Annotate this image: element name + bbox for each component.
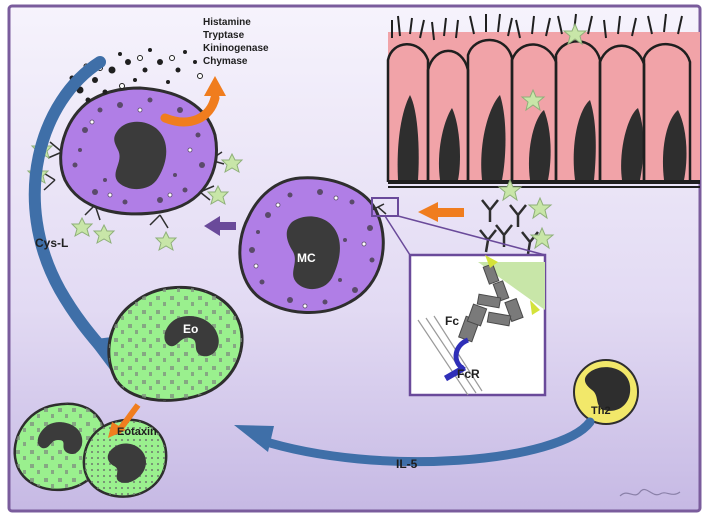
ige-antibody-cluster xyxy=(479,199,539,255)
th2-label: Th2 xyxy=(591,405,611,417)
il5-arrow xyxy=(234,417,595,467)
antigen-stars-cluster xyxy=(497,178,555,250)
eosinophil xyxy=(107,285,244,402)
eosinophil-pair xyxy=(13,402,168,498)
fc-receptor-inset xyxy=(408,253,547,397)
orange-arrow-eotaxin xyxy=(108,403,141,438)
antigen-stars-epithelium xyxy=(520,22,588,112)
epithelium xyxy=(386,13,700,188)
orange-arrow-mediators xyxy=(160,76,226,127)
mast-cell xyxy=(238,176,387,314)
mediator-label: Kininogenase xyxy=(203,43,269,54)
zoom-guide-lines xyxy=(384,215,546,256)
eotaxin-label: Eotaxin xyxy=(117,426,157,438)
mediator-label: Tryptase xyxy=(203,30,245,41)
artist-signature xyxy=(619,488,681,497)
cys-l-label: Cys-L xyxy=(35,236,68,250)
mast-cell-label: MC xyxy=(297,251,316,265)
il5-label: IL-5 xyxy=(396,457,418,471)
th2-cell xyxy=(573,359,639,425)
fc-receptor-label: FcR xyxy=(457,367,480,381)
mediator-label: Histamine xyxy=(203,17,251,28)
orange-arrow-to-mast-cell xyxy=(418,202,464,222)
mediator-list: Histamine Tryptase Kininogenase Chymase xyxy=(203,17,269,67)
fc-label: Fc xyxy=(445,314,459,328)
mediator-label: Chymase xyxy=(203,56,248,67)
eosinophil-label: Eo xyxy=(183,322,198,336)
purple-arrow-activation xyxy=(204,216,236,236)
